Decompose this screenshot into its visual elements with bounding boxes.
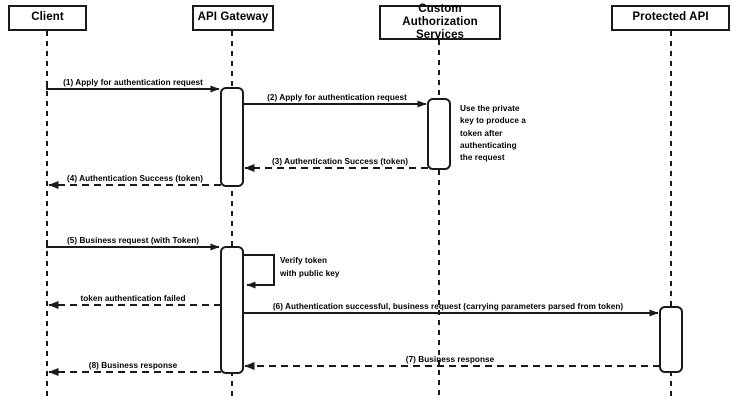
participant-box-api-gateway[interactable]: API Gateway [192, 5, 274, 31]
participant-label-api-gateway: API Gateway [197, 11, 269, 24]
note-private-key-line-1: Use the private [460, 104, 520, 113]
self-message-label-verify-token: Verify token with public key [280, 255, 339, 280]
message-label-token-auth-failed: token authentication failed [80, 294, 186, 303]
participant-box-client[interactable]: Client [8, 5, 87, 31]
participant-label-protected-api: Protected API [632, 11, 709, 24]
note-private-key-line-4: authenticating [460, 140, 517, 150]
activation-bar-api-gateway-business [220, 246, 244, 374]
activation-bar-protected-api [659, 306, 683, 373]
message-label-7: (7) Business response [405, 355, 495, 364]
note-private-key-line-2: key to produce a [460, 116, 526, 126]
note-private-key-line-5: the request [460, 153, 505, 163]
message-arrow-2 [242, 97, 427, 108]
self-message-verify-token-line-1: Verify token [280, 256, 328, 265]
participant-label-client: Client [31, 11, 64, 24]
message-label-8: (8) Business response [88, 361, 178, 370]
participant-label-custom-authorization-services: Custom Authorization Services [402, 2, 478, 42]
message-arrow-1 [46, 82, 220, 93]
activation-bar-api-gateway-auth [220, 87, 244, 187]
participant-box-custom-authorization-services[interactable]: Custom Authorization Services [379, 2, 501, 42]
message-label-1: (1) Apply for authentication request [63, 78, 203, 87]
message-arrow-5 [46, 240, 220, 251]
message-label-2: (2) Apply for authentication request [267, 93, 407, 102]
self-message-verify-token-line-2: with public key [280, 268, 340, 278]
note-private-key: Use the private key to produce a token a… [460, 103, 540, 164]
message-label-5: (5) Business request (with Token) [66, 236, 200, 245]
note-private-key-line-3: token after [460, 128, 503, 138]
self-message-verify-token [243, 254, 275, 289]
message-arrow-6 [242, 306, 659, 317]
message-label-3: (3) Authentication Success (token) [271, 157, 409, 166]
message-label-4: (4) Authentication Success (token) [66, 174, 204, 183]
activation-bar-custom-auth-service [427, 98, 451, 170]
participant-box-protected-api[interactable]: Protected API [611, 5, 730, 31]
message-label-6: (6) Authentication successful, business … [272, 302, 624, 311]
